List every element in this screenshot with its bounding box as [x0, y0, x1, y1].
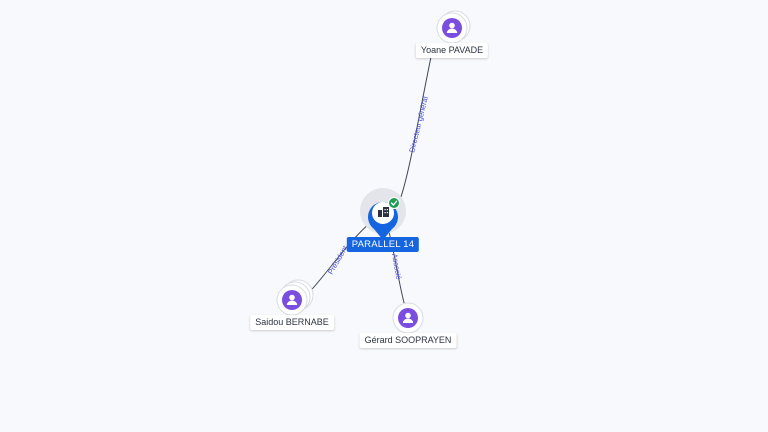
- building-icon: [378, 207, 389, 217]
- company-label[interactable]: PARALLEL 14: [346, 237, 420, 252]
- edge-directeur-general: [399, 51, 433, 201]
- person-label-saidou-bernabe[interactable]: Saidou BERNABE: [250, 315, 334, 330]
- person-node-saidou-bernabe[interactable]: [276, 279, 314, 316]
- company-node[interactable]: [360, 188, 406, 240]
- person-node-yoane-pavade[interactable]: [436, 10, 471, 44]
- person-icon: [402, 312, 414, 323]
- person-icon: [446, 22, 458, 33]
- verified-check-icon: [388, 197, 400, 209]
- person-label-yoane-pavade[interactable]: Yoane PAVADE: [415, 43, 489, 58]
- edge-president: [305, 220, 373, 297]
- person-node-gerard-sooprayen[interactable]: [392, 302, 424, 334]
- edge-label-directeur-general: Directeur général: [407, 95, 430, 153]
- edge-label-associe: Associé: [390, 253, 403, 280]
- edges: [305, 51, 433, 307]
- person-label-gerard-sooprayen[interactable]: Gérard SOOPRAYEN: [359, 333, 457, 348]
- person-icon: [286, 294, 298, 305]
